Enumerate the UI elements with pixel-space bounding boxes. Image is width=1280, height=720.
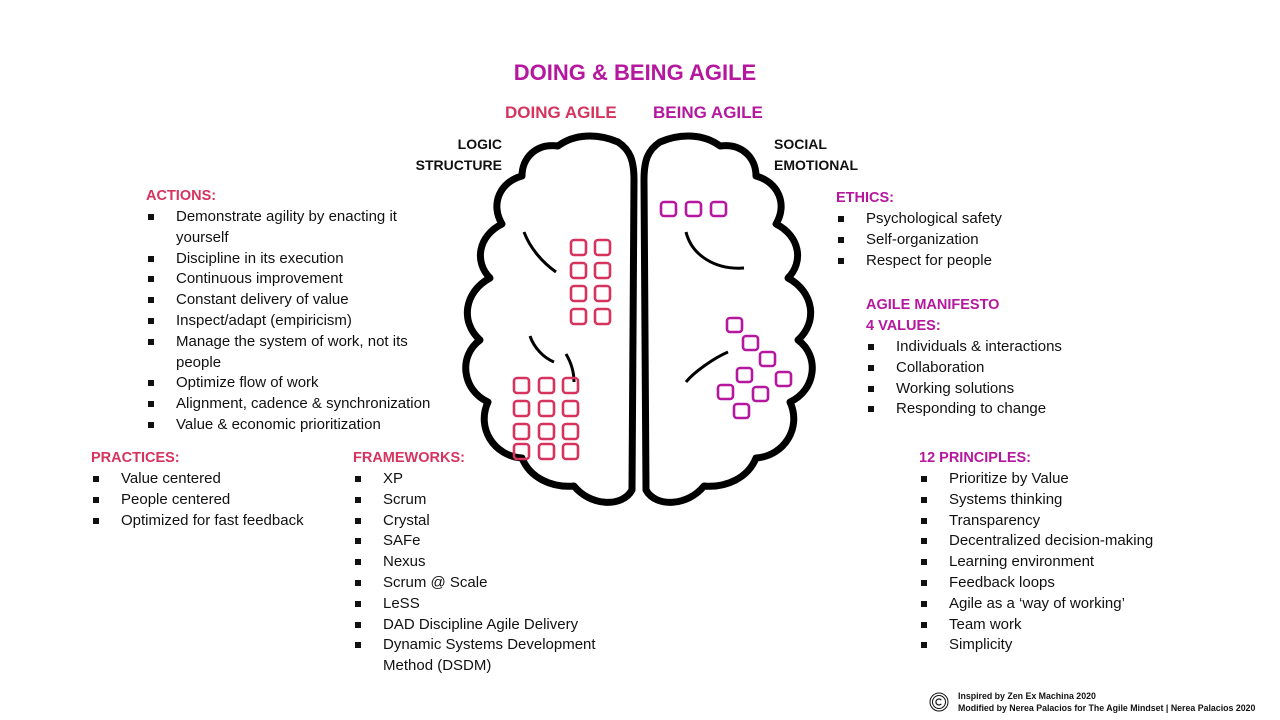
list-item: Prioritize by Value — [919, 469, 1219, 490]
list-item: Psychological safety — [836, 209, 1096, 230]
list-item: People centered — [91, 490, 341, 511]
practices-list: Value centered People centered Optimized… — [91, 469, 341, 531]
list-item: Collaboration — [866, 358, 1126, 379]
list-item: LeSS — [353, 594, 613, 615]
practices-title: PRACTICES: — [91, 450, 180, 466]
list-item: Feedback loops — [919, 573, 1219, 594]
list-item: Simplicity — [919, 635, 1219, 656]
brain-fold — [528, 335, 555, 364]
list-item: Learning environment — [919, 552, 1219, 573]
social-label: SOCIAL — [774, 136, 827, 152]
list-item: Dynamic Systems Development Method (DSDM… — [353, 635, 613, 677]
doing-grid-upper — [569, 238, 612, 326]
list-item: Optimize flow of work — [146, 373, 446, 394]
list-item: Demonstrate agility by enacting it yours… — [146, 207, 446, 249]
frameworks-section: FRAMEWORKS: XP Scrum Crystal SAFe Nexus … — [353, 448, 613, 677]
social-emotional-label: SOCIAL EMOTIONAL — [774, 134, 858, 176]
page-title: DOING & BEING AGILE — [513, 60, 757, 85]
manifesto-section: AGILE MANIFESTO 4 VALUES: Individuals & … — [866, 295, 1126, 420]
list-item: Inspect/adapt (empiricism) — [146, 311, 446, 332]
list-item: Continuous improvement — [146, 269, 446, 290]
list-item: Scrum @ Scale — [353, 573, 613, 594]
brain-fold — [684, 231, 745, 270]
logic-structure-label: LOGIC STRUCTURE — [416, 134, 502, 176]
list-item: Value & economic prioritization — [146, 415, 446, 436]
brain-left-hemisphere — [462, 132, 638, 506]
being-scatter — [716, 316, 793, 420]
list-item: Agile as a ‘way of working’ — [919, 594, 1219, 615]
list-item: XP — [353, 469, 613, 490]
ethics-title: ETHICS: — [836, 190, 894, 206]
list-item: Discipline in its execution — [146, 249, 446, 270]
copyright-icon — [929, 692, 949, 712]
list-item: SAFe — [353, 531, 613, 552]
list-item: Responding to change — [866, 399, 1126, 420]
list-item: Scrum — [353, 490, 613, 511]
structure-label: STRUCTURE — [415, 157, 502, 173]
list-item: DAD Discipline Agile Delivery — [353, 615, 613, 636]
footer-credits: Inspired by Zen Ex Machina 2020 Modified… — [958, 690, 1255, 714]
frameworks-list: XP Scrum Crystal SAFe Nexus Scrum @ Scal… — [353, 469, 613, 677]
principles-title: 12 PRINCIPLES: — [919, 450, 1031, 466]
frameworks-title: FRAMEWORKS: — [353, 450, 465, 466]
list-item: Constant delivery of value — [146, 290, 446, 311]
list-item: Individuals & interactions — [866, 337, 1126, 358]
actions-list: Demonstrate agility by enacting it yours… — [146, 207, 446, 436]
brain-fold — [564, 353, 576, 383]
actions-section: ACTIONS: Demonstrate agility by enacting… — [146, 186, 446, 436]
being-agile-header: BEING AGILE — [653, 103, 763, 122]
list-item: Alignment, cadence & synchronization — [146, 394, 446, 415]
list-item: Manage the system of work, not its peopl… — [146, 332, 446, 374]
brain-fold — [684, 350, 729, 383]
list-item: Nexus — [353, 552, 613, 573]
brain-fold — [522, 231, 557, 274]
logic-label: LOGIC — [457, 136, 502, 152]
list-item: Systems thinking — [919, 490, 1219, 511]
brain-right-hemisphere — [640, 132, 816, 506]
brain-icon — [462, 132, 816, 506]
emotional-label: EMOTIONAL — [774, 157, 858, 173]
list-item: Team work — [919, 615, 1219, 636]
list-item: Optimized for fast feedback — [91, 511, 341, 532]
list-item: Decentralized decision-making — [919, 531, 1219, 552]
list-item: Respect for people — [836, 251, 1096, 272]
ethics-list: Psychological safety Self-organization R… — [836, 209, 1096, 271]
principles-section: 12 PRINCIPLES: Prioritize by Value Syste… — [919, 448, 1219, 656]
list-item: Crystal — [353, 511, 613, 532]
actions-title: ACTIONS: — [146, 188, 217, 204]
doing-grid-lower — [512, 376, 580, 461]
ethics-section: ETHICS: Psychological safety Self-organi… — [836, 188, 1096, 271]
footer-line1: Inspired by Zen Ex Machina 2020 — [958, 691, 1096, 701]
being-row-upper — [659, 200, 728, 218]
manifesto-subtitle: 4 VALUES: — [866, 318, 941, 334]
list-item: Transparency — [919, 511, 1219, 532]
footer-line2: Modified by Nerea Palacios for The Agile… — [958, 703, 1256, 713]
list-item: Value centered — [91, 469, 341, 490]
doing-agile-header: DOING AGILE — [505, 103, 617, 122]
principles-list: Prioritize by Value Systems thinking Tra… — [919, 469, 1219, 656]
practices-section: PRACTICES: Value centered People centere… — [91, 448, 341, 531]
list-item: Working solutions — [866, 379, 1126, 400]
manifesto-list: Individuals & interactions Collaboration… — [866, 337, 1126, 420]
manifesto-title: AGILE MANIFESTO — [866, 297, 1000, 313]
list-item: Self-organization — [836, 230, 1096, 251]
